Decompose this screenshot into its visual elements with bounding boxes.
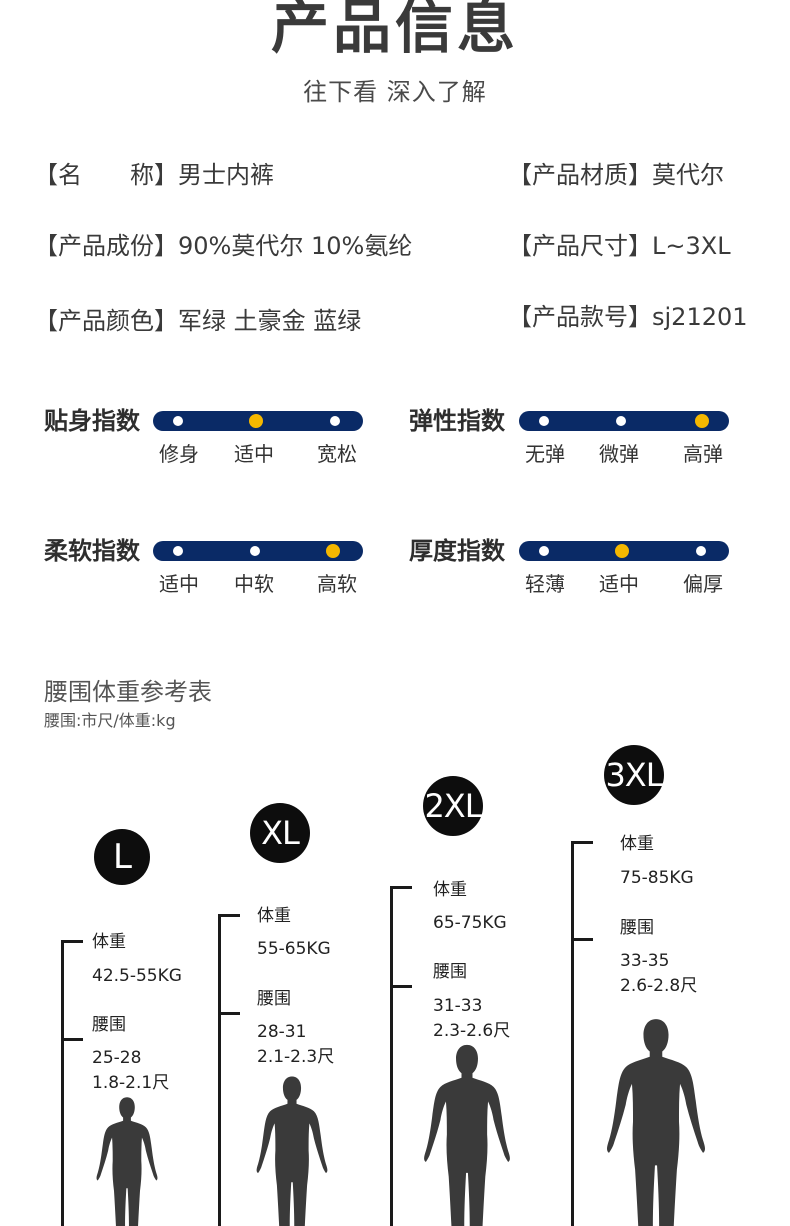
index-option: 偏厚 (683, 572, 723, 596)
index-option: 无弹 (525, 442, 565, 466)
index-option: 高软 (317, 572, 357, 596)
weight-value: 65-75KG (433, 913, 507, 933)
waist-tick (61, 1038, 83, 1041)
waist-value-chi: 2.3-2.6尺 (433, 1021, 511, 1041)
waist-value: 25-28 (92, 1048, 142, 1068)
index-dot (173, 546, 183, 556)
index-dot (250, 546, 260, 556)
index-bar-elasticity (519, 411, 729, 431)
info-size: 【产品尺寸】L~3XL (508, 232, 731, 260)
info-material: 【产品材质】莫代尔 (508, 161, 724, 189)
waist-value: 31-33 (433, 996, 483, 1016)
weight-tick (390, 886, 412, 889)
size-badge-3xl: 3XL (604, 745, 664, 805)
waist-tick (218, 1012, 240, 1015)
index-option: 修身 (159, 442, 199, 466)
index-dot (249, 414, 263, 428)
size-badge-xl: XL (250, 803, 310, 863)
index-option: 宽松 (317, 442, 357, 466)
index-dot (330, 416, 340, 426)
scale-line (571, 841, 574, 1226)
index-dot (615, 544, 629, 558)
index-option: 适中 (599, 572, 639, 596)
index-dot (616, 416, 626, 426)
index-option: 适中 (159, 572, 199, 596)
page-subtitle: 往下看 深入了解 (303, 78, 487, 106)
size-badge-l: L (94, 829, 150, 885)
info-composition: 【产品成份】90%莫代尔 10%氨纶 (34, 232, 413, 260)
body-silhouette-3xl (606, 1019, 706, 1226)
weight-tick (61, 940, 83, 943)
waist-label: 腰围 (433, 962, 467, 982)
waist-label: 腰围 (620, 918, 654, 938)
body-silhouette-xl (256, 1076, 328, 1226)
body-silhouette-l (96, 1097, 158, 1226)
waist-value-chi: 2.6-2.8尺 (620, 976, 698, 996)
weight-label: 体重 (620, 834, 654, 854)
page-title: 产品信息 (270, 0, 519, 61)
index-dot (326, 544, 340, 558)
waist-value: 28-31 (257, 1022, 307, 1042)
body-silhouette-2xl (424, 1044, 510, 1226)
info-model: 【产品款号】sj21201 (508, 303, 748, 331)
weight-label: 体重 (433, 880, 467, 900)
size-chart-unit-note: 腰围:市尺/体重:kg (44, 711, 176, 730)
waist-value-chi: 2.1-2.3尺 (257, 1047, 335, 1067)
index-dot (696, 546, 706, 556)
size-chart-title: 腰围体重参考表 (44, 678, 212, 706)
scale-line (390, 886, 393, 1226)
weight-tick (218, 914, 240, 917)
index-option: 高弹 (683, 442, 723, 466)
waist-label: 腰围 (92, 1015, 126, 1035)
scale-line (218, 914, 221, 1226)
index-label-thickness: 厚度指数 (409, 537, 505, 565)
index-dot (539, 546, 549, 556)
weight-value: 55-65KG (257, 939, 331, 959)
index-bar-fit (153, 411, 363, 431)
index-option: 中软 (234, 572, 274, 596)
index-option: 轻薄 (525, 572, 565, 596)
weight-label: 体重 (257, 906, 291, 926)
index-dot (173, 416, 183, 426)
waist-tick (390, 985, 412, 988)
index-option: 适中 (234, 442, 274, 466)
waist-label: 腰围 (257, 989, 291, 1009)
index-dot (695, 414, 709, 428)
index-label-fit: 贴身指数 (44, 407, 140, 435)
info-name: 【名 称】男士内裤 (34, 161, 274, 189)
index-dot (539, 416, 549, 426)
weight-tick (571, 841, 593, 844)
index-label-elasticity: 弹性指数 (409, 407, 505, 435)
info-colors: 【产品颜色】军绿 土豪金 蓝绿 (34, 307, 362, 335)
index-option: 微弹 (599, 442, 639, 466)
waist-tick (571, 938, 593, 941)
index-bar-thickness (519, 541, 729, 561)
weight-label: 体重 (92, 932, 126, 952)
weight-value: 75-85KG (620, 868, 694, 888)
index-bar-softness (153, 541, 363, 561)
scale-line (61, 940, 64, 1226)
waist-value: 33-35 (620, 951, 670, 971)
waist-value-chi: 1.8-2.1尺 (92, 1073, 170, 1093)
index-label-softness: 柔软指数 (44, 537, 140, 565)
weight-value: 42.5-55KG (92, 966, 182, 986)
size-badge-2xl: 2XL (423, 776, 483, 836)
